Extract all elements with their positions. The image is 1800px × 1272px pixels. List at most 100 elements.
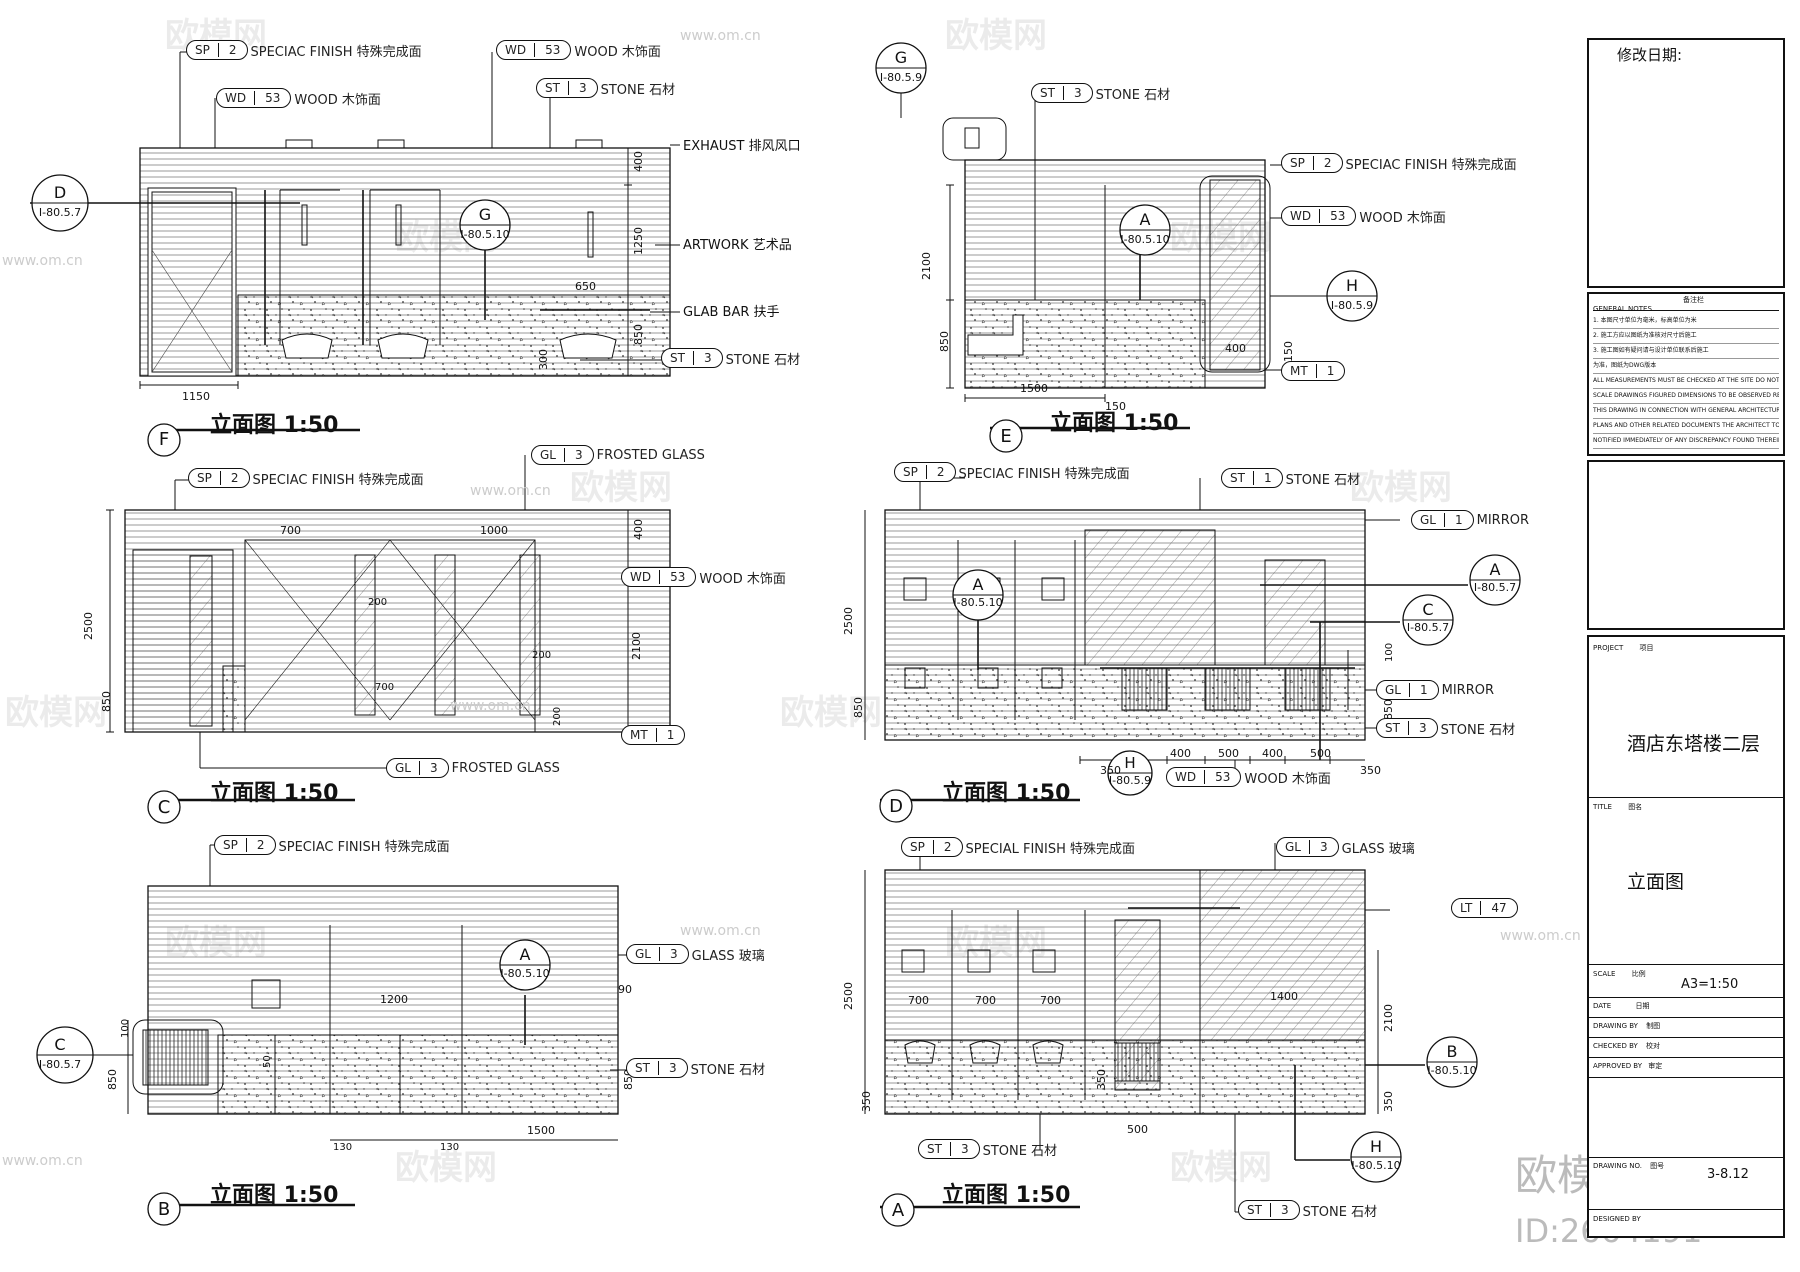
tag-number: 3 — [658, 947, 688, 961]
callout-f-d-letter: D — [54, 183, 66, 202]
scale-value: A3=1:50 — [1681, 977, 1739, 992]
dim: 2500 — [842, 607, 855, 635]
divider — [1589, 1077, 1783, 1078]
tag-code: LT — [1460, 901, 1473, 915]
dim: 100 — [1384, 643, 1395, 662]
tag-code: SP — [197, 471, 212, 485]
tag-capsule: WD 53 — [1166, 767, 1242, 787]
tag-number: 53 — [659, 570, 695, 584]
tag-code: ST — [1247, 1203, 1262, 1217]
callout-a-b-ref: I-80.5.10 — [1427, 1064, 1476, 1077]
tag-number: 3 — [949, 1142, 979, 1156]
note-line: SCALE DRAWINGS FIGURED DIMENSIONS TO BE … — [1593, 389, 1779, 404]
watermark-url: www.om.cn — [2, 1153, 83, 1169]
callout-f-d-ref: I-80.5.7 — [39, 206, 81, 219]
watermark-brand: 欧模网 — [395, 1148, 497, 1188]
callout-b-c-ref: I-80.5.7 — [39, 1058, 81, 1071]
tag-number: 3 — [1308, 840, 1338, 854]
dim: 1200 — [380, 993, 408, 1006]
dim: 2100 — [630, 632, 643, 660]
watermark-url: www.om.cn — [1500, 928, 1581, 944]
tag-text: MIRROR — [1476, 512, 1530, 528]
dim: 500 — [1218, 747, 1239, 760]
watermark-url: www.om.cn — [2, 253, 83, 269]
watermark-url: www.om.cn — [470, 483, 551, 499]
tag-code: GL — [1385, 683, 1401, 697]
tag-code: WD — [1175, 770, 1197, 784]
tag-number: 2 — [219, 471, 249, 485]
dim: 700 — [280, 524, 301, 537]
watermark-brand: 欧模网 — [5, 693, 107, 733]
drawing-title: 立面图 — [1627, 871, 1685, 893]
tag-code: SP — [195, 43, 210, 57]
dim: 1400 — [1270, 990, 1298, 1003]
divider — [1589, 997, 1783, 998]
tag-code: GL — [540, 448, 556, 462]
tag-text: SPECIAC FINISH 特殊完成面 — [1345, 157, 1517, 173]
divider — [1589, 1157, 1783, 1158]
watermark-url: www.om.cn — [680, 923, 761, 939]
callout-f-g-ref: I-80.5.10 — [460, 228, 509, 241]
tag-capsule: GL 3 — [626, 944, 689, 964]
tag-text: SPECIAC FINISH 特殊完成面 — [252, 472, 424, 488]
tag-code: ST — [1385, 721, 1400, 735]
tag-number: 53 — [1204, 770, 1240, 784]
tag-text: SPECIAL FINISH 特殊完成面 — [965, 841, 1136, 857]
callout-a-h-letter: H — [1370, 1137, 1382, 1156]
watermark-brand: 欧模网 — [570, 468, 672, 508]
tag-text: STONE 石材 — [1440, 722, 1516, 738]
tag-number: 3 — [563, 448, 593, 462]
tag-code: GL — [635, 947, 651, 961]
tag-number: 2 — [1312, 156, 1342, 170]
callout-e-g-letter: G — [895, 48, 907, 67]
drawing-no-label: DRAWING NO. 图号 — [1593, 1162, 1665, 1170]
revision-box: 修改日期: — [1587, 38, 1785, 288]
notes-heading: 备注栏 — [1683, 296, 1704, 304]
tag-code: ST — [545, 81, 560, 95]
callout-d-c-letter: C — [1422, 600, 1433, 619]
callout-d-h-ref: I-80.5.9 — [1109, 774, 1151, 787]
tag-text: STONE 石材 — [725, 352, 801, 368]
tag-code: GL — [1420, 513, 1436, 527]
dim: 700 — [975, 994, 996, 1007]
callout-a-b-letter: B — [1447, 1042, 1458, 1061]
project-label: PROJECT 项目 — [1593, 644, 1654, 652]
revision-label: 修改日期: — [1617, 46, 1683, 64]
dim: 100 — [120, 1019, 131, 1038]
designed-label: DESIGNED BY — [1593, 1215, 1641, 1223]
dim: 350 — [1100, 764, 1121, 777]
tag-code: ST — [635, 1061, 650, 1075]
tag-number: 3 — [1269, 1203, 1299, 1217]
tag-number: 3 — [1062, 86, 1092, 100]
approved-label: APPROVED BY 审定 — [1593, 1062, 1663, 1070]
dim: 150 — [1282, 341, 1295, 362]
dim: 700 — [908, 994, 929, 1007]
dim: 850 — [106, 1069, 119, 1090]
dim: 650 — [575, 280, 596, 293]
dim: 2500 — [82, 612, 95, 640]
tag-number: 1 — [655, 728, 685, 742]
dim: 850 — [100, 691, 113, 712]
tag-text: STONE 石材 — [690, 1062, 766, 1078]
note-line: NOTIFIED IMMEDIATELY OF ANY DISCREPANCY … — [1593, 434, 1779, 449]
elevation-e-letter: E — [1000, 426, 1011, 447]
tag-text: GLASS 玻璃 — [691, 948, 765, 964]
tag-text: FROSTED GLASS — [451, 760, 560, 776]
dim: 1250 — [632, 227, 645, 255]
tag-number: 3 — [418, 761, 448, 775]
